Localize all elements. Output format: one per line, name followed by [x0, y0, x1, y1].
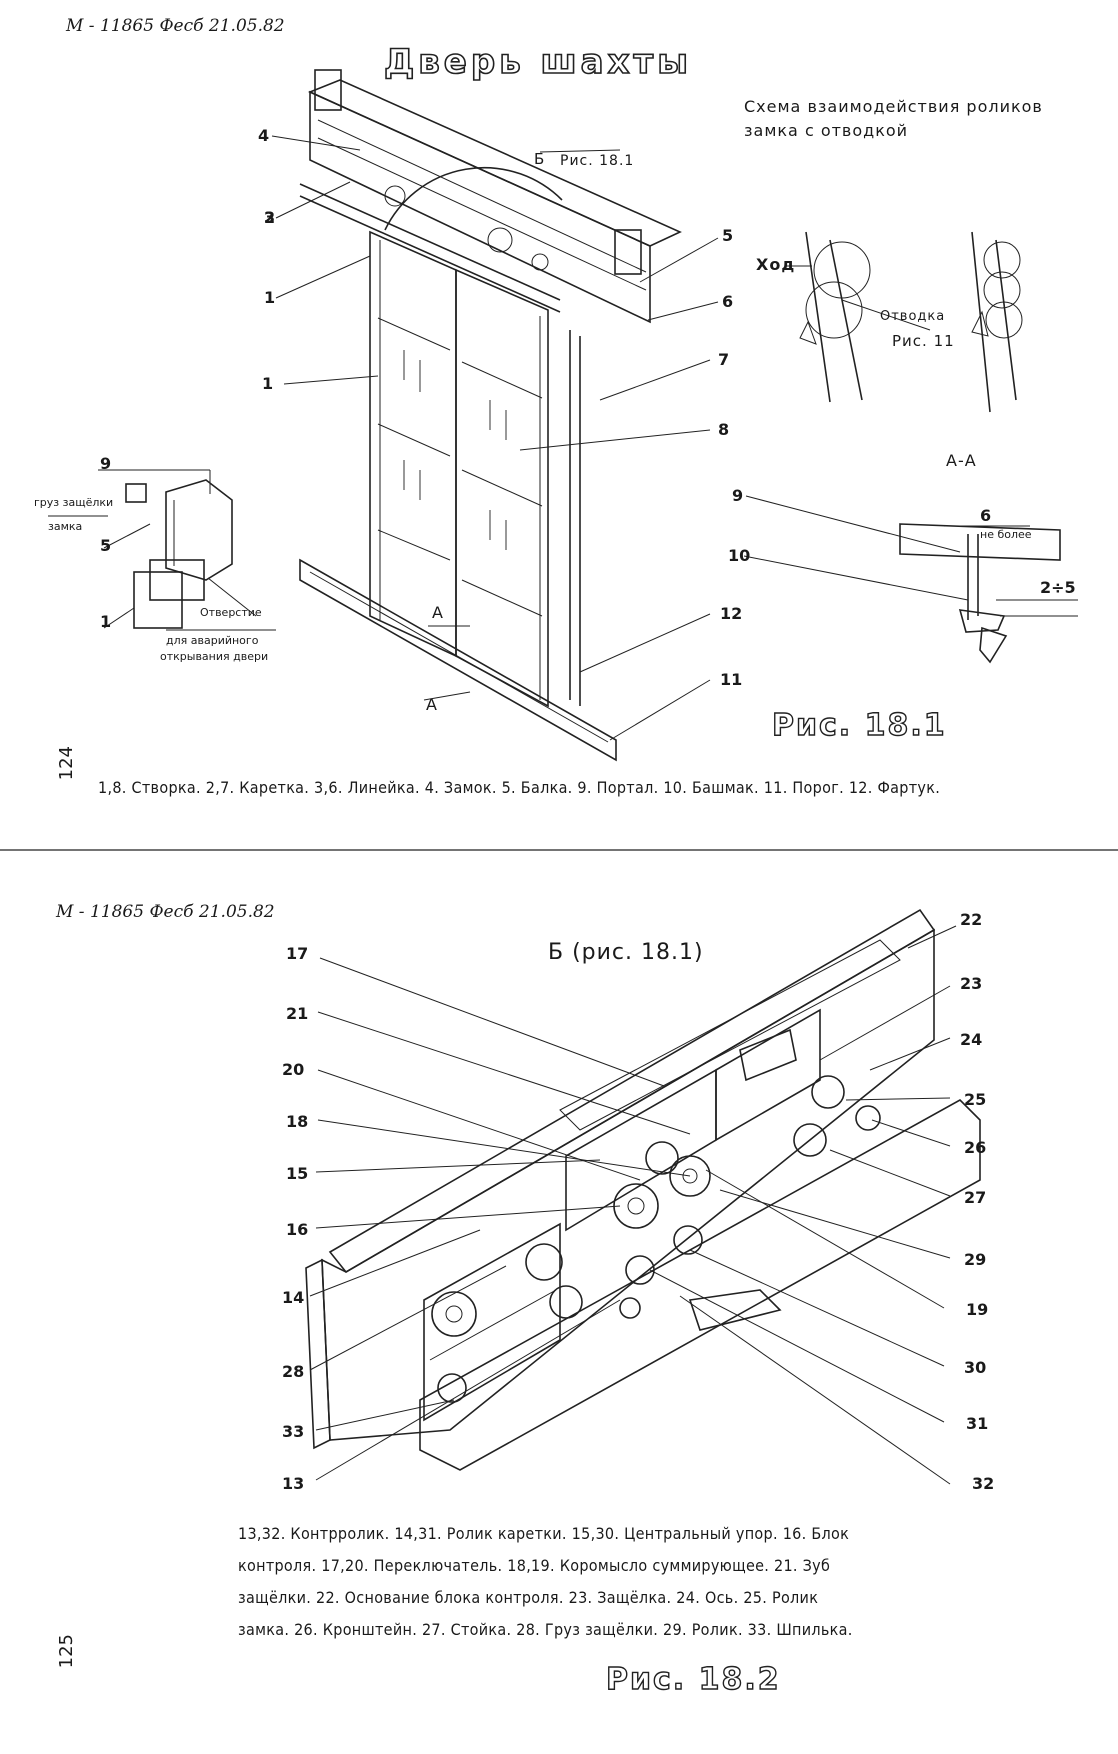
callout-31: 31 — [966, 1414, 989, 1433]
inset-callout-1: 1 — [100, 612, 112, 631]
callout-9: 9 — [732, 486, 744, 505]
section-a-mark-top: А — [432, 603, 444, 622]
callout-16: 16 — [286, 1220, 309, 1239]
callout-11: 11 — [720, 670, 743, 689]
dim-6-note: не более — [980, 528, 1032, 541]
inset-label-zamok-line2: замка — [48, 520, 83, 533]
callout-21: 21 — [286, 1004, 309, 1023]
callout-30: 30 — [964, 1358, 987, 1377]
callout-26: 26 — [964, 1138, 987, 1157]
callout-20: 20 — [282, 1060, 305, 1079]
callout-1: 1 — [264, 288, 276, 307]
dim-2-5: 2÷5 — [1040, 578, 1076, 597]
caption-fig-18-2-line2: контроля. 17,20. Переключатель. 18,19. К… — [238, 1556, 831, 1575]
callout-2: 2 — [264, 208, 276, 227]
caption-fig-18-2-line4: замка. 26. Кронштейн. 27. Стойка. 28. Гр… — [238, 1620, 853, 1639]
callout-15: 15 — [286, 1164, 309, 1183]
otvodka-label: Отводка — [880, 309, 946, 324]
callout-17: 17 — [286, 944, 309, 963]
door-assembly-drawing — [271, 69, 719, 762]
callout-27: 27 — [964, 1188, 987, 1207]
callout-5: 5 — [722, 226, 734, 245]
callout-14: 14 — [282, 1288, 305, 1307]
inset-hole-line1: Отверстие — [200, 606, 262, 619]
subtitle-detail-b: Б (рис. 18.1) — [548, 940, 704, 965]
callout-13: 13 — [282, 1474, 305, 1493]
inset-hole-line2: для аварийного — [166, 634, 259, 647]
callout-10: 10 — [728, 546, 751, 565]
inset-hole-line3: открывания двери — [160, 650, 269, 663]
callout-7: 7 — [718, 350, 730, 369]
callout-23: 23 — [960, 974, 983, 993]
page-number-125: 125 — [56, 1634, 77, 1669]
detail-b-drawing — [305, 908, 981, 1485]
caption-fig-18-2-line1: 13,32. Контрролик. 14,31. Ролик каретки.… — [238, 1524, 850, 1543]
caption-fig-18-1: 1,8. Створка. 2,7. Каретка. 3,6. Линейка… — [98, 778, 941, 797]
schema-title-line2: замка с отводкой — [744, 121, 909, 140]
inset-manual-opening-drawing — [48, 469, 276, 631]
callout-22: 22 — [960, 910, 983, 929]
section-aa-label: А-А — [946, 451, 977, 470]
section-a-mark-bottom: А — [426, 695, 438, 714]
callout-1-lower: 1 — [262, 374, 274, 393]
schema-title-line1: Схема взаимодействия роликов — [744, 97, 1043, 116]
khod-label: Ход — [756, 255, 796, 274]
page-number-124: 124 — [56, 746, 77, 781]
callout-25: 25 — [964, 1090, 987, 1109]
inset-callout-9: 9 — [100, 454, 112, 473]
callout-3: 3 — [264, 208, 276, 227]
callout-32: 32 — [972, 1474, 995, 1493]
callout-18: 18 — [286, 1112, 309, 1131]
inset-callout-5: 5 — [100, 536, 112, 555]
callout-29: 29 — [964, 1250, 987, 1269]
handwritten-reference-page2: М - 11865 Фесб 21.05.82 — [56, 902, 275, 922]
callout-33: 33 — [282, 1422, 305, 1441]
ris11-label: Рис. 11 — [892, 332, 955, 350]
ref-fig-18-1-label: Рис. 18.1 — [560, 153, 635, 169]
callout-12: 12 — [720, 604, 743, 623]
figure-label-18-1: Рис. 18.1 — [771, 707, 947, 743]
handwritten-reference-top: М - 11865 Фесб 21.05.82 — [66, 16, 285, 36]
callout-4: 4 — [258, 126, 270, 145]
inset-label-zamok-line1: груз защёлки — [34, 496, 114, 509]
figure-label-18-2: Рис. 18.2 — [605, 1661, 781, 1697]
ref-b-label: Б — [534, 150, 546, 168]
callout-19: 19 — [966, 1300, 989, 1319]
callout-28: 28 — [282, 1362, 305, 1381]
section-a-a-drawing — [743, 495, 1078, 664]
caption-fig-18-2-line3: защёлки. 22. Основание блока контроля. 2… — [238, 1588, 819, 1607]
page-title: Дверь шахты — [383, 41, 692, 83]
callout-8: 8 — [718, 420, 730, 439]
dim-6: 6 — [980, 506, 992, 525]
roller-interaction-schema — [786, 231, 1023, 413]
callout-24: 24 — [960, 1030, 983, 1049]
callout-6: 6 — [722, 292, 734, 311]
